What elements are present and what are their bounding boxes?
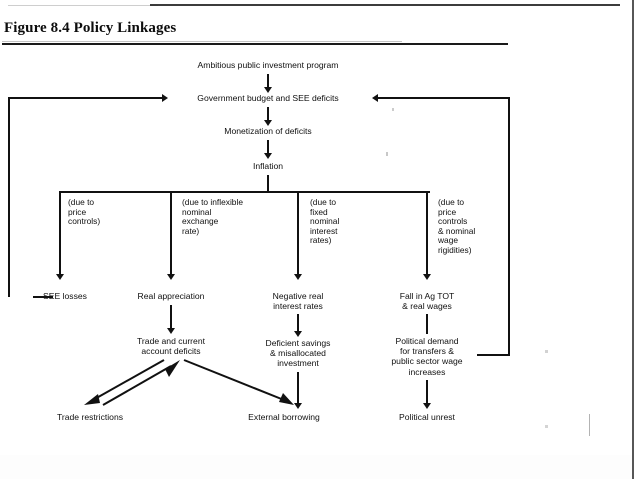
connector-deficientsavings-to-externalborrowing bbox=[297, 372, 299, 404]
node-external-borrowing: External borrowing bbox=[248, 412, 320, 422]
branch-stem-negative-real-rates bbox=[297, 191, 299, 275]
annotation-price-controls-nominal-wage-rigidities: (due to price controls & nominal wage ri… bbox=[438, 197, 476, 255]
scan-speck bbox=[386, 152, 388, 156]
connector-inflation-to-distribution-bar bbox=[267, 175, 269, 192]
connector-traderestrictions-to-tradedeficits bbox=[95, 358, 185, 410]
feedback-left-vertical bbox=[8, 97, 10, 297]
arrowhead-down-to-govtbudget bbox=[264, 87, 272, 93]
connector-govtbudget-to-monetization bbox=[267, 107, 269, 121]
scan-artifact-top-rule bbox=[150, 4, 620, 6]
node-fall-in-ag-tot-real-wages: Fall in Ag TOT & real wages bbox=[399, 291, 455, 312]
connector-realappreciation-to-tradedeficits bbox=[170, 305, 172, 329]
feedback-left-top-horizontal bbox=[8, 97, 163, 99]
connector-fallagtot-to-politicaldemand bbox=[426, 314, 428, 334]
scan-artifact-vertical-mark bbox=[589, 414, 590, 436]
annotation-price-controls: (due to price controls) bbox=[68, 197, 101, 227]
node-deficient-savings-misallocated-investment: Deficient savings & misallocated investm… bbox=[265, 338, 331, 369]
title-rule bbox=[2, 43, 508, 45]
page-edge-right bbox=[632, 0, 634, 479]
node-real-appreciation: Real appreciation bbox=[137, 291, 205, 301]
node-trade-and-current-account-deficits: Trade and current account deficits bbox=[137, 336, 205, 357]
connector-politicaldemand-to-politicalunrest bbox=[426, 380, 428, 404]
arrowhead-down-to-fall-ag-tot bbox=[423, 274, 431, 280]
arrowhead-right-into-govtbudget-left bbox=[162, 94, 168, 102]
feedback-right-top-horizontal bbox=[378, 97, 510, 99]
arrowhead-down-to-inflation bbox=[264, 153, 272, 159]
arrowhead-down-to-external-borrowing bbox=[294, 403, 302, 409]
title-rule-shadow bbox=[2, 41, 402, 42]
node-inflation: Inflation bbox=[252, 161, 284, 171]
scan-speck bbox=[545, 350, 548, 353]
connector-negativerates-to-deficientsavings bbox=[297, 314, 299, 332]
branch-stem-fall-ag-tot bbox=[426, 191, 428, 275]
annotation-inflexible-nominal-exchange-rate: (due to inflexible nominal exchange rate… bbox=[182, 197, 243, 236]
connector-monetization-to-inflation bbox=[267, 140, 269, 154]
branch-stem-real-appreciation bbox=[170, 191, 172, 275]
arrowhead-down-to-see-losses bbox=[56, 274, 64, 280]
connector-ambitious-to-govtbudget bbox=[267, 74, 269, 88]
feedback-right-vertical bbox=[508, 97, 510, 356]
annotation-fixed-nominal-interest-rates: (due to fixed nominal interest rates) bbox=[310, 197, 340, 246]
scan-artifact-top-faint bbox=[8, 5, 158, 6]
feedback-left-segment-from-see-losses bbox=[33, 296, 53, 298]
node-negative-real-interest-rates: Negative real interest rates bbox=[272, 291, 324, 312]
distribution-bar bbox=[59, 191, 430, 193]
arrowhead-left-into-govtbudget-right bbox=[372, 94, 378, 102]
arrowhead-down-to-deficient-savings bbox=[294, 331, 302, 337]
scan-speck bbox=[392, 108, 394, 111]
arrowhead-down-to-real-appreciation bbox=[167, 274, 175, 280]
page-bottom-margin bbox=[0, 455, 632, 479]
arrowhead-down-to-trade-deficits bbox=[167, 328, 175, 334]
node-government-budget-and-see-deficits: Government budget and SEE deficits bbox=[197, 93, 339, 103]
node-political-demand-for-transfers: Political demand for transfers & public … bbox=[391, 336, 463, 377]
node-ambitious-public-investment-program: Ambitious public investment program bbox=[197, 60, 339, 70]
connector-tradedeficits-to-traderestrictions bbox=[80, 358, 170, 410]
scan-speck bbox=[545, 425, 548, 428]
feedback-right-bottom-horizontal bbox=[477, 354, 510, 356]
connector-tradedeficits-to-externalborrowing bbox=[180, 358, 300, 410]
node-trade-restrictions: Trade restrictions bbox=[56, 412, 124, 422]
arrowhead-down-to-monetization bbox=[264, 120, 272, 126]
branch-stem-see-losses bbox=[59, 191, 61, 275]
arrowhead-down-to-political-unrest bbox=[423, 403, 431, 409]
arrowhead-down-to-negative-real-rates bbox=[294, 274, 302, 280]
node-political-unrest: Political unrest bbox=[399, 412, 455, 422]
node-monetization-of-deficits: Monetization of deficits bbox=[224, 126, 312, 136]
figure-title: Figure 8.4 Policy Linkages bbox=[4, 20, 177, 36]
